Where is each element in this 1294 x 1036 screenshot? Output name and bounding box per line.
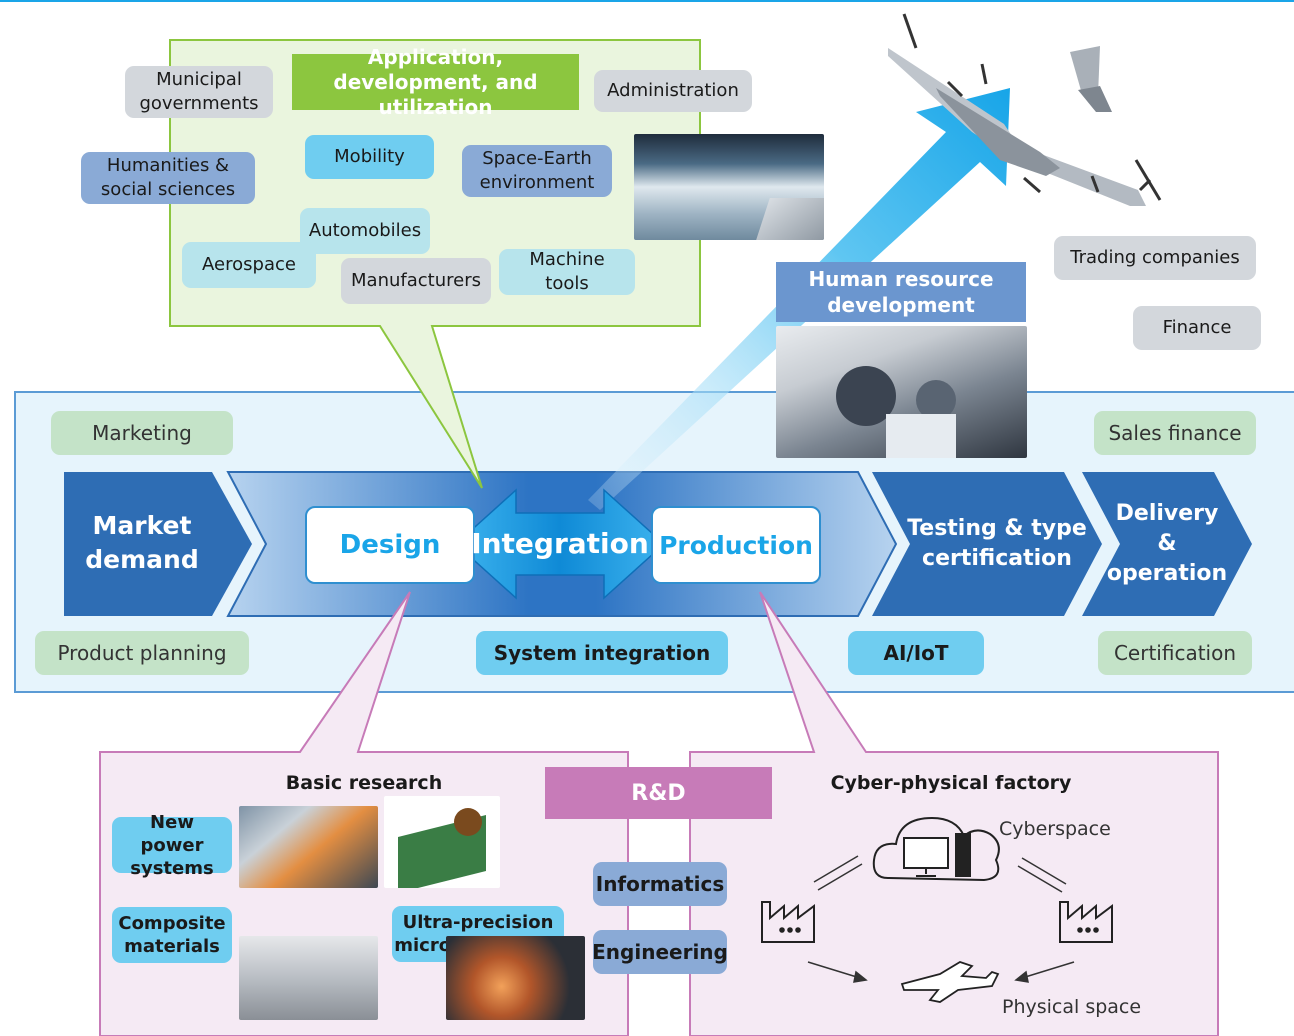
cyber-physical-factory-title: Cyber-physical factory — [830, 772, 1072, 794]
tag-certification: Certification — [1098, 631, 1252, 675]
tag-space-earth: Space-Earth environment — [462, 145, 612, 197]
tag-mobility: Mobility — [305, 135, 434, 179]
cyberspace-label: Cyberspace — [999, 818, 1111, 840]
tag-trading-companies: Trading companies — [1054, 236, 1256, 280]
photo-composite-facility — [239, 936, 378, 1020]
market-demand-chevron — [64, 472, 252, 616]
tag-administration: Administration — [594, 70, 752, 112]
delivery-label: Delivery & operation — [1106, 501, 1228, 586]
delivery-chevron — [1082, 472, 1252, 616]
tag-marketing: Marketing — [51, 411, 233, 455]
link-lines — [813, 855, 1067, 893]
testing-label: Testing & type certification — [907, 516, 1087, 571]
photo-earth-from-space — [634, 134, 824, 240]
physical-space-label: Physical space — [1002, 996, 1142, 1018]
photo-hrd-cabin — [776, 326, 1027, 458]
photo-engine-test — [239, 806, 378, 888]
tag-composite-materials: Composite materials — [112, 907, 232, 963]
hrd-title: Human resource development — [776, 262, 1026, 322]
tag-product-planning: Product planning — [35, 631, 249, 675]
top-rule — [0, 0, 1294, 2]
tag-manufacturers: Manufacturers — [341, 258, 491, 304]
market-demand-label: Market demand — [85, 511, 199, 574]
flow-arrows — [807, 961, 1075, 983]
tag-automobiles: Automobiles — [300, 208, 430, 254]
integration-label: Integration — [471, 526, 649, 560]
tag-new-power-systems: New power systems — [112, 812, 232, 879]
factory-right-icon — [1059, 901, 1113, 943]
design-box: Design — [305, 506, 475, 584]
tag-system-integration: System integration — [476, 631, 728, 675]
testing-chevron — [872, 472, 1102, 616]
tag-finance: Finance — [1133, 306, 1261, 350]
tag-aerospace: Aerospace — [182, 242, 316, 288]
tag-machine-tools: Machine tools — [499, 249, 635, 295]
cloud-computer-icon — [872, 816, 1000, 882]
aircraft-icon — [888, 13, 1162, 206]
photo-circuit-board — [384, 796, 500, 888]
factory-left-icon — [761, 901, 815, 943]
airplane-icon — [900, 961, 1000, 1003]
top-callout-header: Application, development, and utilizatio… — [292, 45, 579, 119]
tag-humanities: Humanities & social sciences — [81, 152, 255, 204]
rd-right-callout — [689, 591, 1219, 1036]
tag-informatics: Informatics — [593, 862, 727, 906]
basic-research-title: Basic research — [285, 772, 443, 794]
rd-label: R&D — [545, 767, 772, 819]
tag-ai-iot: AI/IoT — [848, 631, 984, 675]
photo-microfabrication — [446, 936, 585, 1020]
tag-engineering: Engineering — [592, 930, 728, 974]
tag-sales-finance: Sales finance — [1094, 411, 1256, 455]
tag-municipal-governments: Municipal governments — [125, 66, 273, 118]
production-box: Production — [651, 506, 821, 584]
